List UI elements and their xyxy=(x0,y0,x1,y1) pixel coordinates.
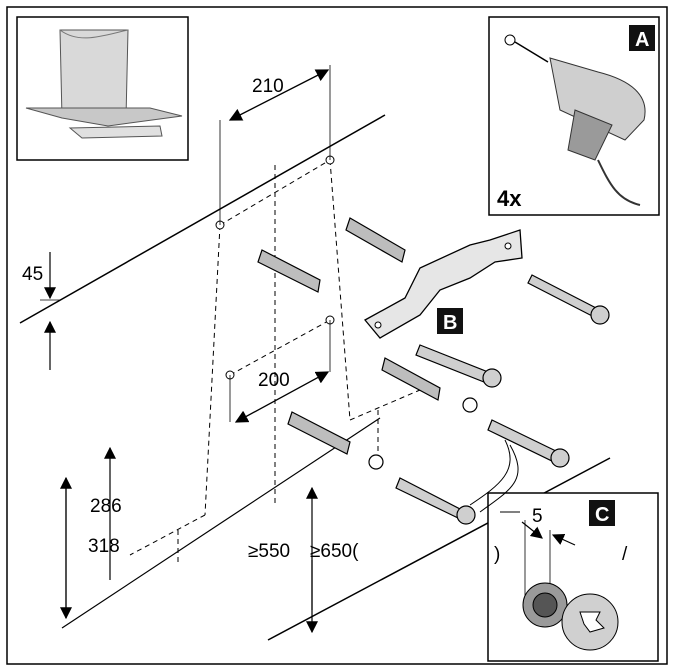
dim-210-label: 210 xyxy=(252,76,284,97)
panel-a-letter: A xyxy=(635,29,649,51)
panel-c-dim: 5 xyxy=(532,506,543,527)
dim-650-label: ≥650( xyxy=(310,541,359,562)
panel-c-right-mark: / xyxy=(622,544,628,565)
dim-318-label: 318 xyxy=(88,536,120,557)
dimension-550-650: ≥550 ≥650( xyxy=(248,486,359,634)
wall-lines xyxy=(19,114,611,641)
wall-plugs xyxy=(257,217,441,455)
panel-b-letter: B xyxy=(443,312,457,334)
panel-c-letter: C xyxy=(595,504,609,526)
hood-thumbnail xyxy=(16,16,189,161)
dimension-45: 45 xyxy=(22,252,60,370)
dimension-200: 200 xyxy=(229,320,331,423)
dim-200-label: 200 xyxy=(258,370,290,391)
panel-c-left-mark: ) xyxy=(494,544,500,565)
drill-icon xyxy=(504,34,646,206)
wall-holes xyxy=(215,155,335,380)
guide-lines xyxy=(129,159,421,562)
dim-286-label: 286 xyxy=(90,496,122,517)
dimension-286-318: 286 318 xyxy=(60,446,122,620)
dim-550-label: ≥550 xyxy=(248,541,290,562)
panel-a-count: 4x xyxy=(497,186,522,211)
outer-frame xyxy=(6,6,668,665)
panel-a: A 4x xyxy=(488,16,660,216)
dimension-210: 210 xyxy=(219,65,331,225)
panel-c: C 5 xyxy=(487,492,659,662)
bracket-b: B xyxy=(363,229,523,339)
screw-detail-icon xyxy=(522,582,619,651)
screws xyxy=(368,274,610,525)
dim-45-label: 45 xyxy=(22,264,43,285)
wire-lines xyxy=(469,439,519,513)
